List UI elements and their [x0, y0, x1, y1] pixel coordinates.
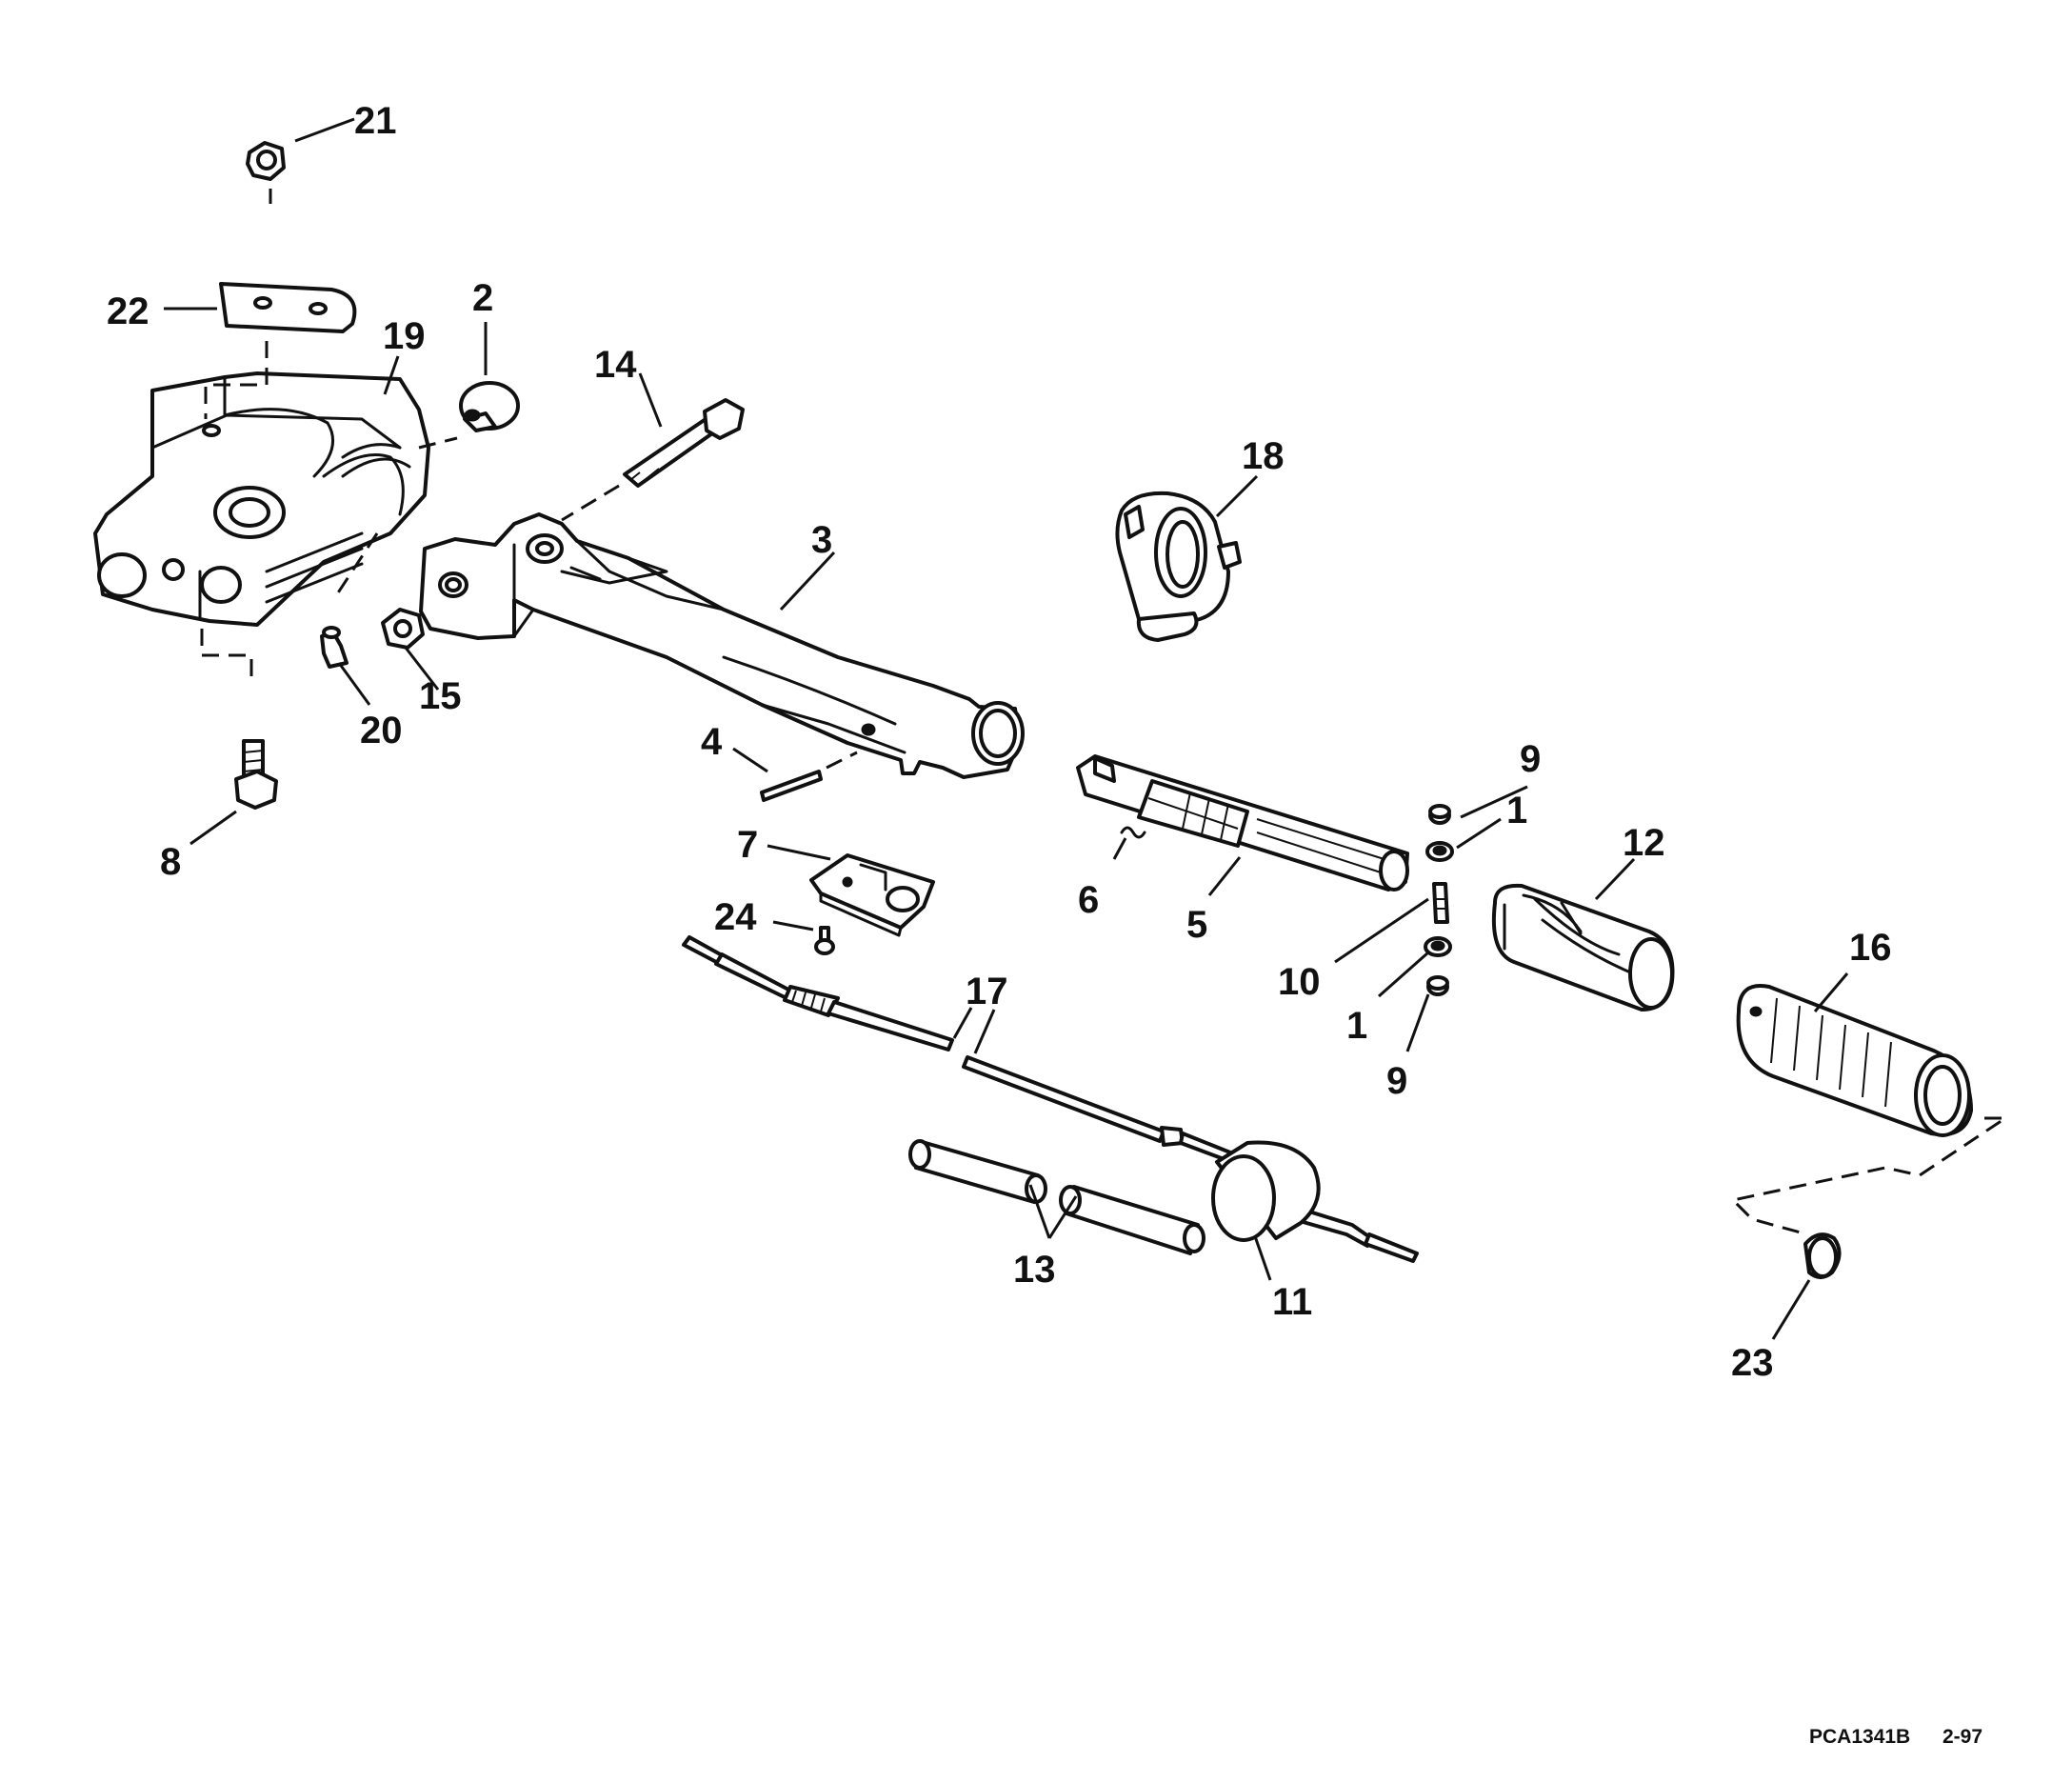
- part-24-screw: [814, 926, 835, 955]
- part-12-grip-core: [1491, 883, 1675, 1012]
- callout-9-bottom: 9: [1386, 1060, 1407, 1102]
- part-3-tiller-arm: [419, 512, 1025, 779]
- callout-3: 3: [811, 519, 832, 561]
- part-10-pin: [1432, 882, 1449, 924]
- guide-line: [1729, 1116, 2010, 1236]
- guide-line: [204, 341, 269, 419]
- callout-17: 17: [966, 971, 1008, 1012]
- part-19-bracket: [93, 371, 430, 627]
- guide-line: [826, 751, 858, 770]
- callout-18: 18: [1242, 435, 1285, 477]
- guide-line: [331, 532, 379, 601]
- callout-16: 16: [1849, 927, 1892, 969]
- callout-20: 20: [360, 710, 403, 751]
- part-20-fitting: [320, 626, 349, 669]
- callout-10: 10: [1278, 961, 1321, 1003]
- callout-5: 5: [1186, 904, 1207, 946]
- callout-23: 23: [1731, 1342, 1774, 1384]
- callout-2: 2: [472, 277, 493, 319]
- guide-line: [200, 629, 253, 686]
- part-23-end-cap: [1803, 1232, 1842, 1279]
- callout-numbers: 21 22 19 2 14 3 18 15 20 4 8 7 24 6 5 9 …: [107, 100, 1892, 1384]
- callout-15: 15: [419, 675, 462, 717]
- part-16-grip: [1736, 984, 1973, 1137]
- part-8-bolt: [234, 739, 278, 810]
- part-9-top: [1428, 804, 1451, 825]
- part-7-bracket: [809, 853, 935, 937]
- part-18-friction-ring: [1115, 491, 1242, 642]
- callout-21: 21: [354, 100, 397, 142]
- guide-line: [561, 484, 620, 522]
- callout-6: 6: [1078, 879, 1099, 921]
- part-11-cable-weight: [1211, 1140, 1321, 1242]
- callout-7: 7: [737, 824, 758, 866]
- part-4-pin: [760, 770, 823, 802]
- callout-24: 24: [714, 896, 757, 938]
- part-2-bushing: [459, 381, 520, 432]
- part-17-cable: [682, 935, 1419, 1263]
- callout-11: 11: [1272, 1281, 1312, 1323]
- part-5-throttle-shaft: [1076, 754, 1409, 892]
- callout-19: 19: [383, 315, 426, 357]
- part-21-nut: [246, 141, 286, 181]
- drawing-date: 2-97: [1942, 1726, 1982, 1748]
- part-13-tubes: [908, 1139, 1205, 1255]
- callout-22: 22: [107, 290, 149, 332]
- part-15-nut: [381, 608, 425, 650]
- leader-lines: [164, 117, 1849, 1340]
- callout-1-bottom: 1: [1346, 1005, 1367, 1047]
- callout-1-top: 1: [1506, 790, 1527, 831]
- part-9-bottom: [1426, 975, 1449, 996]
- part-22-plate: [219, 282, 357, 333]
- part-14-bolt: [623, 398, 745, 488]
- drawing-code: PCA1341B: [1809, 1726, 1910, 1748]
- callout-4: 4: [701, 721, 723, 763]
- guide-line: [418, 436, 458, 450]
- callout-13: 13: [1013, 1249, 1056, 1291]
- callout-14: 14: [594, 344, 637, 386]
- callout-9-top: 9: [1520, 738, 1541, 780]
- callout-12: 12: [1623, 822, 1665, 864]
- part-1-top: [1425, 841, 1454, 862]
- part-1-bottom: [1424, 936, 1452, 957]
- part-6-spring: [1120, 826, 1146, 839]
- callout-8: 8: [160, 841, 181, 883]
